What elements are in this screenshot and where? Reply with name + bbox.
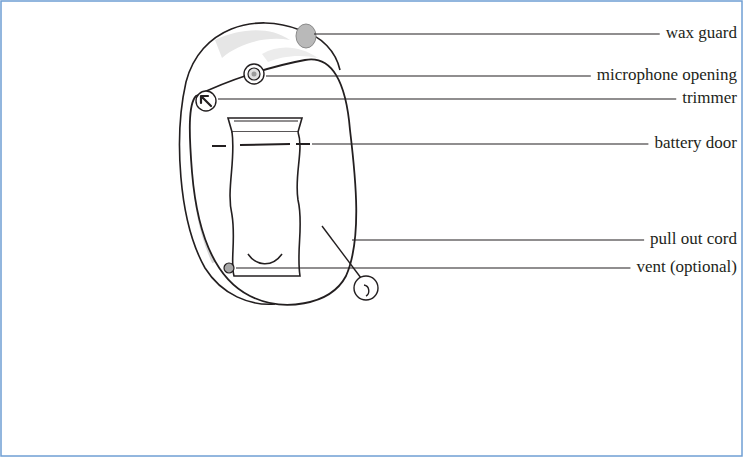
part-label: microphone opening xyxy=(596,65,738,85)
part-label: trimmer xyxy=(681,88,738,108)
leader-line xyxy=(352,239,644,240)
pull-out-cord-part xyxy=(322,226,361,278)
part-label: pull out cord xyxy=(649,229,738,249)
microphone-part xyxy=(252,72,257,77)
part-label: wax guard xyxy=(665,23,738,43)
battery-door-part xyxy=(230,132,300,276)
battery-door-part xyxy=(234,121,298,122)
part-label: vent (optional) xyxy=(635,257,738,277)
leader-line xyxy=(218,98,676,99)
trimmer-part xyxy=(196,91,216,111)
battery-door-mark xyxy=(212,144,310,146)
vent-part xyxy=(224,263,234,273)
microphone-part xyxy=(244,64,264,84)
part-label: battery door xyxy=(653,133,738,153)
pull-out-cord-loop xyxy=(354,276,378,300)
leader-line xyxy=(236,267,630,268)
battery-door-grip xyxy=(248,254,282,264)
battery-door-part xyxy=(228,118,302,132)
pull-out-cord-loop xyxy=(364,285,369,296)
trimmer-arrow xyxy=(201,96,211,106)
leader-line xyxy=(266,75,591,76)
leader-line xyxy=(312,143,648,144)
leader-line xyxy=(314,33,660,34)
wax-guard-part xyxy=(296,24,316,48)
microphone-part xyxy=(248,68,260,80)
